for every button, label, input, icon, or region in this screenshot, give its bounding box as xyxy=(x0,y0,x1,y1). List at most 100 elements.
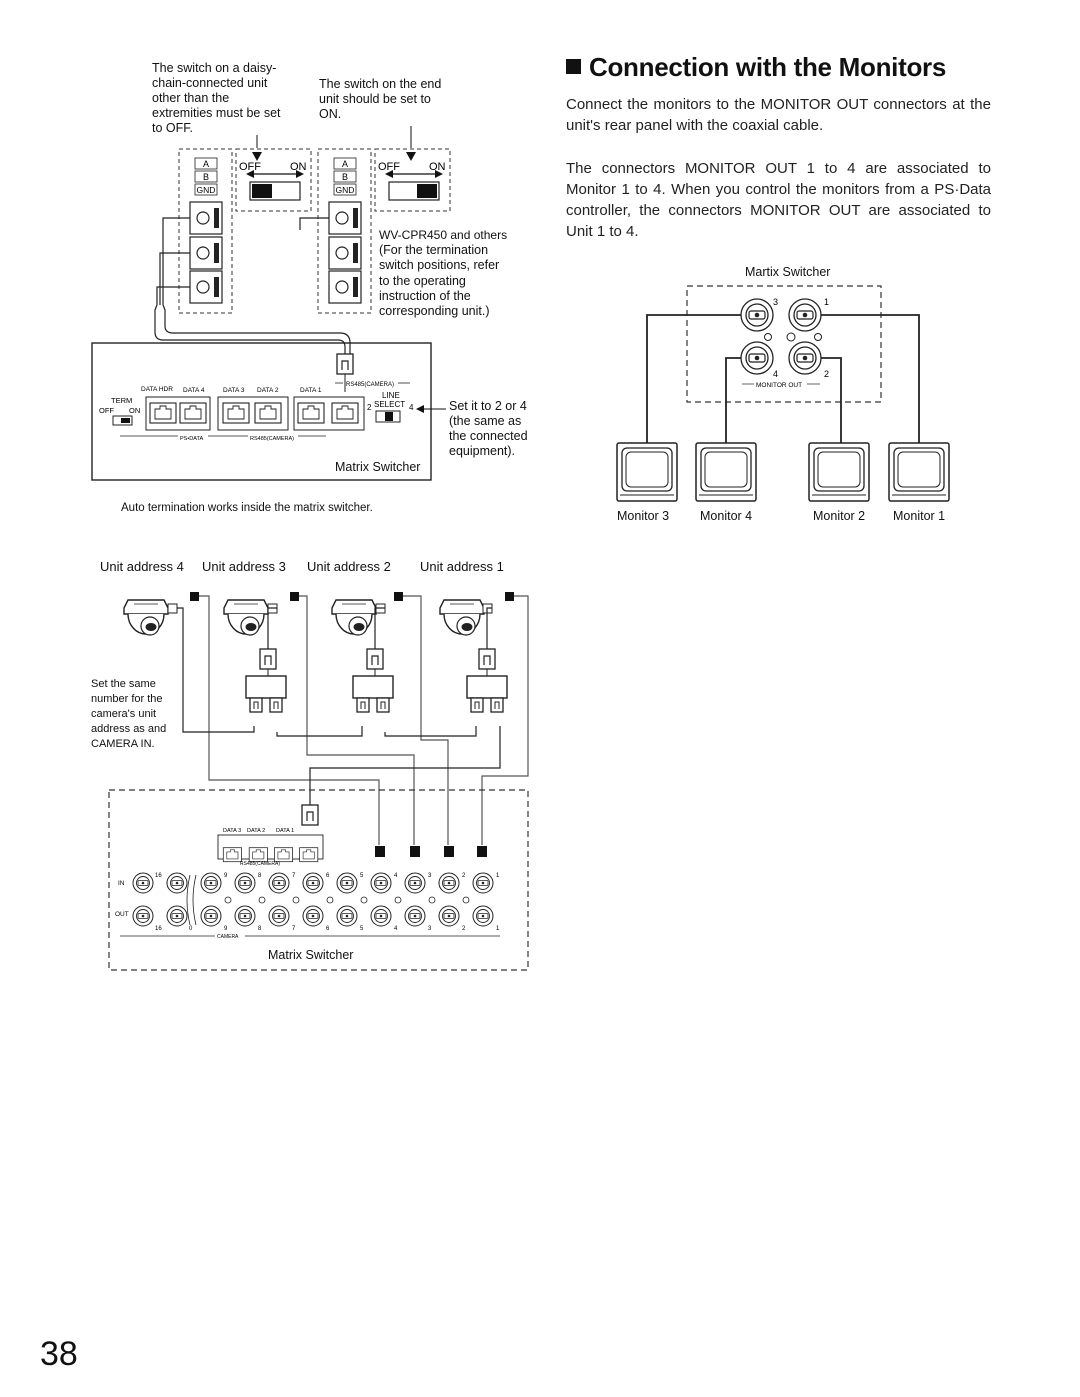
camera-row-label: CAMERA xyxy=(217,934,239,940)
select-2-label: 2 xyxy=(367,403,372,412)
monitor-3 xyxy=(616,442,678,502)
term-off-label: OFF xyxy=(99,406,114,415)
monitor-2 xyxy=(808,442,870,502)
in-num-9: 9 xyxy=(224,873,228,879)
monitor-out-1-connector xyxy=(788,298,822,332)
in-num-5: 5 xyxy=(360,873,364,879)
in-num-7: 7 xyxy=(292,873,296,879)
out-num-16: 16 xyxy=(155,926,162,932)
out-num-5: 5 xyxy=(360,926,364,932)
select-note: Set it to 2 or 4 (the same as the connec… xyxy=(449,399,528,458)
daisy-unit-switch: OFF ON xyxy=(235,148,312,212)
cam-port-data-3: DATA 3 xyxy=(223,828,241,834)
daisy-chain-note: The switch on a daisy- chain-connected u… xyxy=(152,61,281,135)
out-num-3: 3 xyxy=(428,926,432,932)
in-row-label: IN xyxy=(118,880,125,887)
terminal-gnd-label: GND xyxy=(197,185,216,195)
camera-chain-diagram: DATA 3 DATA 2 DATA 1 RS485(CAMERA) IN OU… xyxy=(108,592,529,971)
out-num-1: 1 xyxy=(496,926,500,932)
matrix-switcher-label-top: Matrix Switcher xyxy=(335,460,421,474)
monitor-out-4-connector xyxy=(740,341,774,375)
out-num-7: 7 xyxy=(292,926,296,932)
port-data-4: DATA 4 xyxy=(183,387,205,394)
section-title-text: Connection with the Monitors xyxy=(589,52,947,82)
monitor-2-label: Monitor 2 xyxy=(813,509,866,523)
monitor-1 xyxy=(888,442,950,502)
cam-port-data-2: DATA 2 xyxy=(247,828,265,834)
terminal-b-label: B xyxy=(203,172,209,182)
out-num-4: 4 xyxy=(394,926,398,932)
switch-on-label-end: ON xyxy=(429,161,446,173)
select-4-label: 4 xyxy=(409,403,414,412)
camera-unit-3 xyxy=(223,599,269,636)
wv-cpr450-note: WV-CPR450 and others (For the terminatio… xyxy=(379,228,508,319)
termination-cable xyxy=(154,217,351,355)
monitor-3-label: Monitor 3 xyxy=(617,509,670,523)
daisy-unit-terminal-block: A B GND xyxy=(178,148,233,314)
connector-num-2: 2 xyxy=(824,369,829,379)
select-label: SELECT xyxy=(374,400,405,409)
terminal-b-label-end: B xyxy=(342,172,348,182)
monitor-out-label: MONITOR OUT xyxy=(756,382,802,389)
terminal-a-label: A xyxy=(203,159,209,169)
out-row-label: OUT xyxy=(115,911,129,918)
out-num-2: 2 xyxy=(462,926,466,932)
in-num-3: 3 xyxy=(428,873,432,879)
matrix-switcher-panel-top: DATA HDR DATA 4 DATA 3 DATA 2 DATA 1 RS4… xyxy=(91,342,446,481)
connector-num-1: 1 xyxy=(824,297,829,307)
term-label: TERM xyxy=(111,396,132,405)
port-data-2: DATA 2 xyxy=(257,387,279,394)
monitor-out-2-connector xyxy=(788,341,822,375)
unit-address-1: Unit address 1 xyxy=(420,559,504,574)
page-number: 38 xyxy=(40,1335,78,1373)
switch-off-label: OFF xyxy=(239,161,261,173)
martix-switcher-label: Martix Switcher xyxy=(745,265,831,279)
out-num-8: 8 xyxy=(258,926,262,932)
in-num-1: 1 xyxy=(496,873,500,879)
monitor-connection-diagram: 3 1 4 2 MONITOR OUT xyxy=(616,285,950,502)
ps-data-label: PS•DATA xyxy=(180,436,203,442)
switch-on-label: ON xyxy=(290,161,307,173)
in-num-16: 16 xyxy=(155,873,162,879)
unit-address-3: Unit address 3 xyxy=(202,559,286,574)
monitor-4 xyxy=(695,442,757,502)
monitor-4-label: Monitor 4 xyxy=(700,509,753,523)
auto-termination-note: Auto termination works inside the matrix… xyxy=(121,502,373,514)
out-num-0: 0 xyxy=(189,926,193,932)
cam-rs485-label: RS485(CAMERA) xyxy=(240,861,280,867)
in-num-4: 4 xyxy=(394,873,398,879)
monitor-1-label: Monitor 1 xyxy=(893,509,946,523)
out-num-9: 9 xyxy=(224,926,228,932)
in-num-6: 6 xyxy=(326,873,330,879)
camera-unit-4 xyxy=(123,599,169,636)
in-num-8: 8 xyxy=(258,873,262,879)
square-bullet-icon xyxy=(566,59,581,74)
terminal-gnd-label-end: GND xyxy=(336,185,355,195)
port-data-1: DATA 1 xyxy=(300,387,322,394)
port-data-hdr: DATA HDR xyxy=(141,386,173,393)
end-unit-switch: OFF ON xyxy=(374,148,451,212)
port-data-3: DATA 3 xyxy=(223,387,245,394)
in-num-2: 2 xyxy=(462,873,466,879)
connector-num-4: 4 xyxy=(773,369,778,379)
terminal-a-label-end: A xyxy=(342,159,348,169)
unit-address-2: Unit address 2 xyxy=(307,559,391,574)
end-unit-terminal-block: A B GND xyxy=(317,148,372,314)
intro-paragraph: Connect the monitors to the MONITOR OUT … xyxy=(566,96,991,134)
rs485-camera-label: RS485(CAMERA) xyxy=(346,382,394,388)
section-title: Connection with the Monitors xyxy=(566,52,946,83)
unit-address-4: Unit address 4 xyxy=(100,559,184,574)
line-label: LINE xyxy=(382,391,400,400)
matrix-switcher-label-bottom: Matrix Switcher xyxy=(268,948,354,962)
camera-unit-1 xyxy=(439,599,485,636)
rs485-camera-bottom-label: RS485(CAMERA) xyxy=(250,436,294,442)
monitor-out-3-connector xyxy=(740,298,774,332)
connector-num-3: 3 xyxy=(773,297,778,307)
cam-port-data-1: DATA 1 xyxy=(276,828,294,834)
term-on-label: ON xyxy=(129,406,140,415)
out-num-6: 6 xyxy=(326,926,330,932)
camera-address-note: Set the same number for the camera's uni… xyxy=(91,678,167,750)
switch-off-label-end: OFF xyxy=(378,161,400,173)
end-unit-note: The switch on the end unit should be set… xyxy=(319,77,442,121)
